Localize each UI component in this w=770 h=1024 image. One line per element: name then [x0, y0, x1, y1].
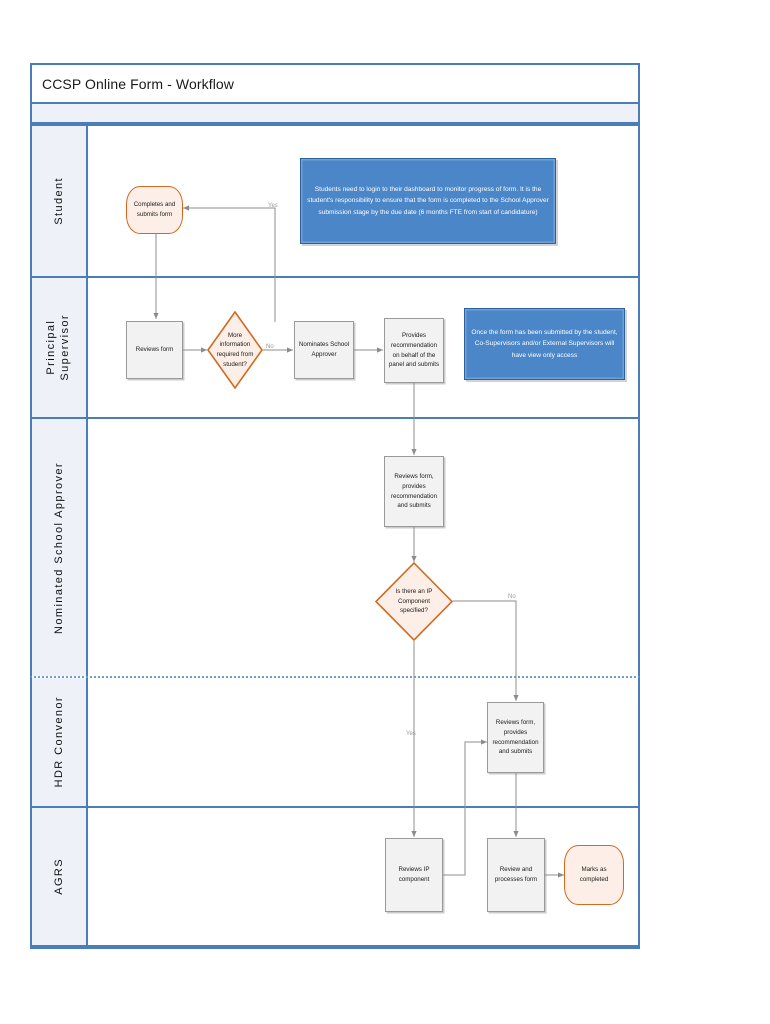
lane-label-agrs: AGRS: [53, 858, 65, 895]
diamond-shape-icon: [375, 562, 453, 641]
lane-nominated-school-approver: Nominated School Approver: [30, 417, 640, 676]
lane-label-student: Student: [53, 177, 65, 225]
lane-label-nominated-school-approver: Nominated School Approver: [53, 461, 65, 634]
node-label: Reviews form: [135, 346, 174, 354]
connector-label-yes-to-ip: Yes: [406, 731, 416, 737]
node-approver-reviews-form-provides-recommendation[interactable]: Reviews form, provides recommendation an…: [384, 456, 444, 527]
lane-label-principal-line1: Principal: [45, 320, 58, 375]
node-label: Is there an IP Component specified?: [395, 588, 433, 615]
lane-header-student: Student: [32, 126, 88, 276]
node-marks-as-completed[interactable]: Marks as completed: [564, 845, 624, 905]
lane-body-agrs: [88, 808, 638, 945]
connector-label-yes-to-student: Yes: [268, 203, 278, 209]
connector-label-no-to-nominates: No: [266, 344, 274, 350]
note-text: Once the form has been submitted by the …: [471, 328, 618, 359]
node-provides-recommendation-on-behalf-of-panel[interactable]: Provides recommendation on behalf of the…: [384, 318, 444, 383]
note-student-dashboard: Students need to login to their dashboar…: [300, 158, 556, 244]
node-label: Marks as completed: [579, 866, 609, 883]
node-label: Reviews form, provides recommendation an…: [390, 473, 438, 510]
diagram-title-bar: CCSP Online Form - Workflow: [30, 63, 640, 104]
node-completes-and-submits-form[interactable]: Completes and submits form: [126, 186, 183, 234]
node-reviews-ip-component[interactable]: Reviews IP component: [385, 838, 443, 912]
node-more-information-required-decision[interactable]: More information required from student?: [207, 311, 263, 389]
connector-label-no-to-convenor: No: [508, 594, 516, 600]
node-nominates-school-approver[interactable]: Nominates School Approver: [294, 321, 354, 379]
node-convenor-reviews-form-provides-recommendation[interactable]: Reviews form, provides recommendation an…: [487, 702, 544, 773]
page-title: CCSP Online Form - Workflow: [42, 75, 235, 92]
lane-header-agrs: AGRS: [32, 808, 88, 945]
note-co-supervisor-view-only: Once the form has been submitted by the …: [464, 308, 625, 380]
node-label: Nominates School Approver: [298, 341, 350, 358]
node-label: Provides recommendation on behalf of the…: [388, 332, 440, 369]
node-reviews-form[interactable]: Reviews form: [126, 321, 183, 379]
lane-header-nominated-school-approver: Nominated School Approver: [32, 419, 88, 676]
note-text: Students need to login to their dashboar…: [307, 185, 549, 216]
node-label: More information required from student?: [216, 331, 254, 368]
lane-label-hdr-convenor: HDR Convenor: [53, 696, 65, 788]
node-label: Reviews form, provides recommendation an…: [492, 719, 539, 756]
lane-header-hdr-convenor: HDR Convenor: [32, 678, 88, 806]
lane-label-principal-line2: Supervisor: [59, 314, 71, 381]
diamond-shape-icon: [207, 311, 263, 389]
lane-agrs: AGRS: [30, 806, 640, 947]
node-label: Reviews IP component: [398, 866, 430, 883]
lane-body-nominated-school-approver: [88, 419, 638, 676]
title-spacer-band: [30, 104, 640, 124]
node-label: Review and processes form: [494, 866, 538, 883]
node-review-and-processes-form[interactable]: Review and processes form: [487, 838, 545, 912]
node-label: Completes and submits form: [133, 201, 176, 218]
lane-body-hdr-convenor: [88, 678, 638, 806]
node-ip-component-specified-decision[interactable]: Is there an IP Component specified?: [375, 562, 453, 641]
lane-hdr-convenor: HDR Convenor: [30, 676, 640, 806]
